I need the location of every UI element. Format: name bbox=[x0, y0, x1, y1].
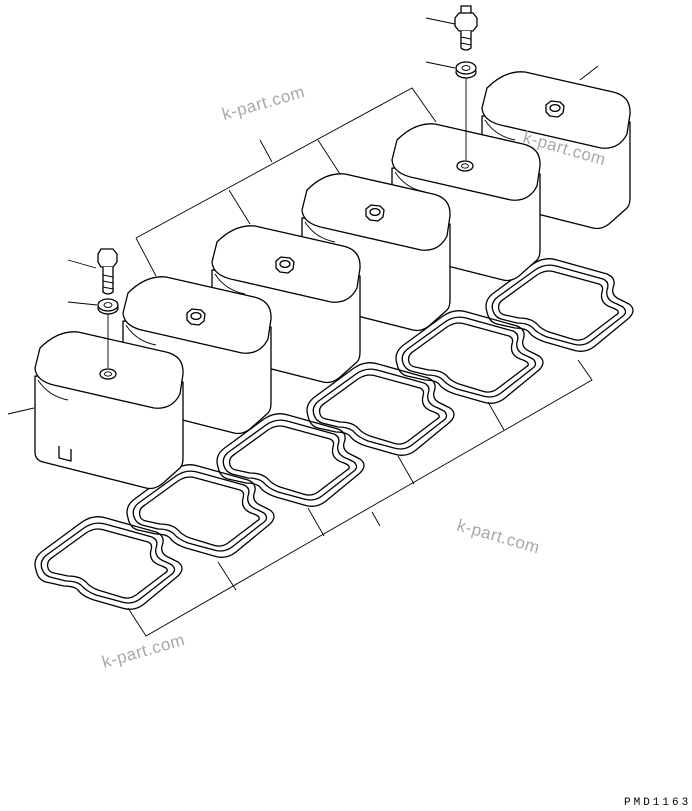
bolt-rear bbox=[454, 5, 478, 160]
bracket-gaskets bbox=[127, 359, 593, 637]
leader-cover-rear bbox=[579, 65, 599, 81]
leader-washer-rear bbox=[425, 61, 456, 69]
drawing-code: PMD1163 bbox=[624, 797, 691, 809]
leader-bolt-rear bbox=[425, 17, 456, 25]
leader-bolt-front bbox=[67, 259, 97, 269]
washer-rear bbox=[455, 61, 477, 79]
watermark-1: k-part.com bbox=[220, 82, 307, 124]
bracket-covers bbox=[135, 87, 437, 277]
washer-front bbox=[97, 298, 119, 315]
gasket-1 bbox=[34, 516, 183, 610]
watermark-4: k-part.com bbox=[100, 630, 187, 672]
cover-notch bbox=[58, 446, 72, 462]
leader-cover-front bbox=[7, 407, 35, 415]
leader-washer-front bbox=[67, 301, 98, 306]
bolt-front bbox=[97, 248, 118, 368]
watermark-3: k-part.com bbox=[455, 516, 542, 558]
rocker-cover-1 bbox=[34, 331, 184, 490]
